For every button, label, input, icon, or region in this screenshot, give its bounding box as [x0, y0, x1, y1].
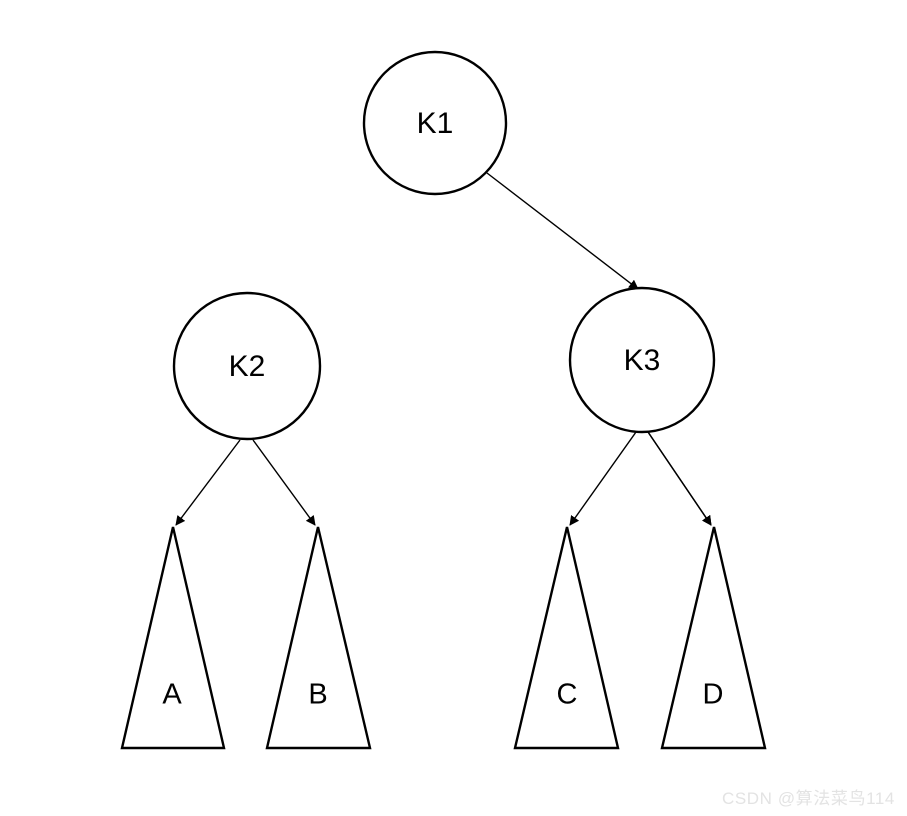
subtree-triangle-b[interactable]: [265, 526, 372, 750]
subtree-triangle-a[interactable]: [120, 526, 226, 750]
subtree-triangle-d[interactable]: [660, 526, 767, 750]
edge-k2-a: [252, 439, 316, 526]
edge-k2-b: [569, 431, 637, 526]
subtree-label-c: C: [557, 679, 578, 711]
subtree-label-b: B: [308, 679, 327, 711]
node-label-k3: K3: [624, 344, 661, 377]
subtree-label-a: A: [162, 679, 182, 711]
edge-group: [175, 172, 712, 526]
edge-k1-k3: [175, 439, 241, 526]
subtree-group: [120, 526, 767, 750]
node-label-k1: K1: [417, 107, 454, 140]
subtree-label-group: A B C D: [162, 679, 723, 711]
node-circle-k2[interactable]: [172, 291, 322, 441]
node-circle-k3[interactable]: [568, 286, 716, 434]
edge-k3-d: [647, 431, 712, 526]
node-circle-k1[interactable]: [362, 50, 508, 196]
edge-k1-k2: [486, 172, 639, 290]
node-group: [172, 50, 716, 441]
subtree-triangle-c[interactable]: [513, 526, 620, 750]
node-label-k2: K2: [229, 350, 266, 383]
watermark-text: CSDN @算法菜鸟114: [721, 789, 895, 808]
subtree-label-d: D: [703, 679, 724, 711]
node-label-group: K1 K2 K3: [229, 107, 661, 383]
